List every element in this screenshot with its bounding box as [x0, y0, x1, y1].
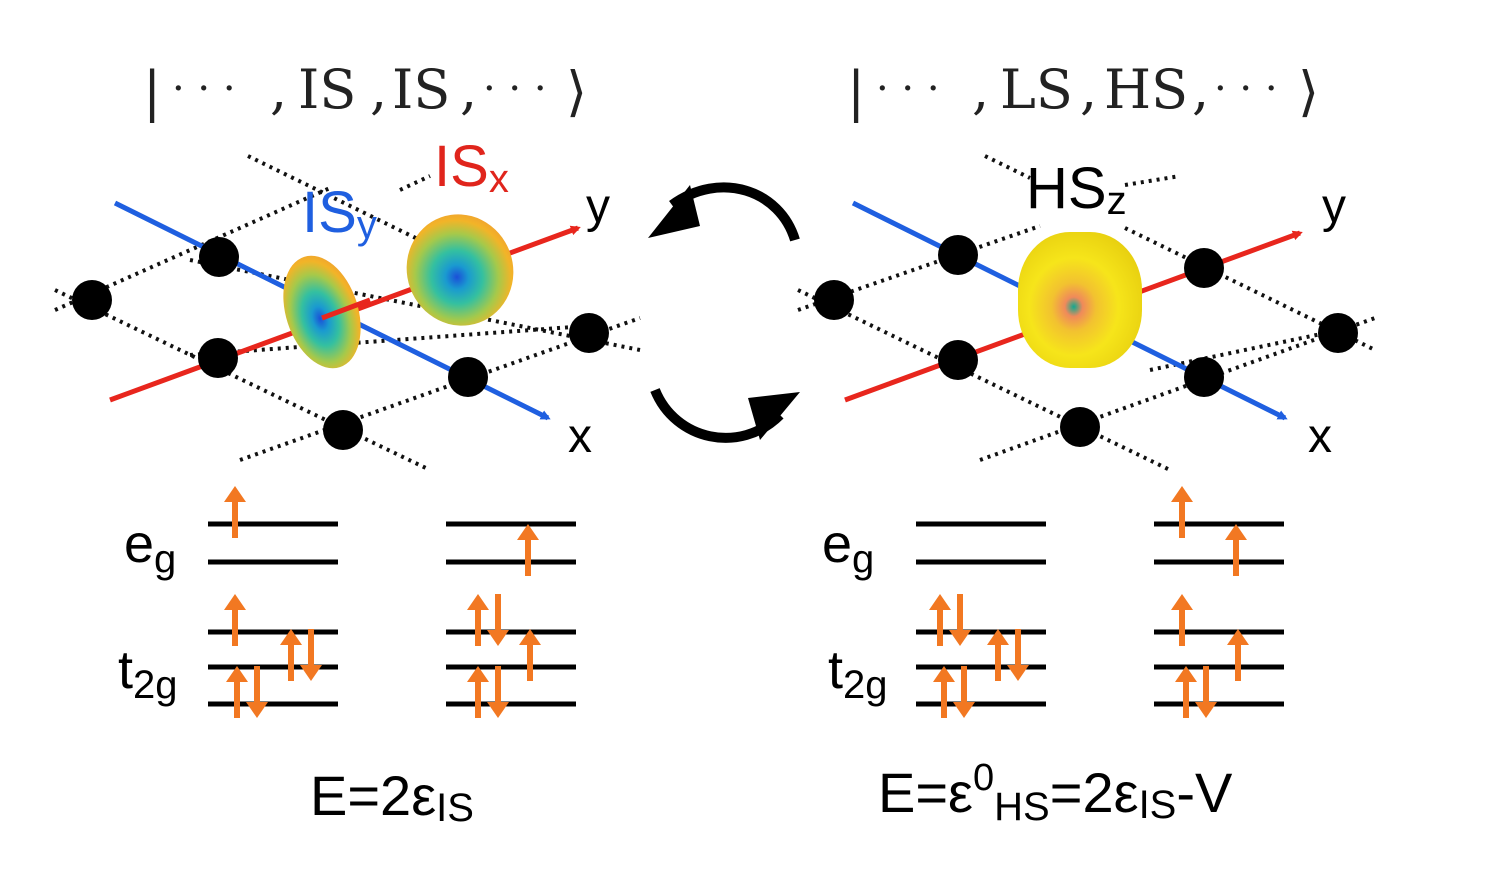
spin-down-arrow [246, 666, 268, 718]
axis-label-x: x [568, 410, 592, 463]
ket-open-bar: | [847, 60, 865, 123]
ket-item: IS [392, 58, 450, 121]
ket-dots: · · · [483, 66, 547, 112]
site [323, 410, 363, 450]
label-t2g: t2g [118, 640, 178, 707]
spin-down-arrow [949, 594, 971, 646]
site [1060, 407, 1100, 447]
label-isx: ISx [434, 134, 509, 201]
spin-up-arrow [517, 524, 539, 576]
site [1184, 248, 1224, 288]
lattice-sites [72, 237, 609, 450]
y-axis-through-orbital [321, 297, 371, 321]
right-ket: | · · · , LS , HS , · · · ⟩ [847, 58, 1319, 123]
spin-up-arrow [1171, 594, 1193, 646]
spin-down-arrow [1195, 666, 1217, 718]
ket-item: IS [298, 58, 356, 121]
right-level-labels: eg t2g [822, 514, 888, 707]
site [814, 280, 854, 320]
ket-close-angle: ⟩ [566, 60, 587, 123]
spin-up-arrow [1225, 524, 1247, 576]
spin-down-arrow [1007, 629, 1029, 681]
left-energy-formula: E=2εIS [310, 764, 474, 830]
orbital-hsz [1018, 232, 1142, 368]
site [938, 235, 978, 275]
label-isy: ISy [302, 180, 377, 247]
circular-exchange-arrows-icon [648, 182, 800, 443]
ket-close-angle: ⟩ [1298, 60, 1319, 123]
orbital-isy [283, 255, 361, 369]
spin-up-arrow [933, 666, 955, 718]
spin-up-arrow [1227, 629, 1249, 681]
axis-label-y: y [1322, 180, 1346, 233]
spin-up-arrow [987, 629, 1009, 681]
spin-up-arrow [1171, 486, 1193, 538]
energy-levels [208, 521, 1284, 707]
site [198, 338, 238, 378]
axis-label-x: x [1308, 410, 1332, 463]
site [938, 340, 978, 380]
spin-up-arrow [224, 594, 246, 646]
ket-comma: , [270, 58, 287, 121]
spin-down-arrow [487, 666, 509, 718]
ket-item: HS [1104, 58, 1188, 121]
spin-down-arrow [300, 629, 322, 681]
spin-up-arrow [1175, 666, 1197, 718]
ket-comma: , [1192, 58, 1209, 121]
ket-comma: , [972, 58, 989, 121]
spin-up-arrow [467, 666, 489, 718]
label-eg: eg [124, 514, 176, 581]
ket-item: LS [1000, 58, 1073, 121]
left-ket: | · · · , IS , IS , · · · ⟩ [143, 58, 587, 123]
spin-arrows [224, 486, 1249, 718]
spin-down-arrow [953, 666, 975, 718]
ket-comma: , [370, 58, 387, 121]
right-energy-formula: E=ε0HS=2εIS-V [878, 757, 1233, 829]
ket-dots: · · · [1214, 66, 1278, 112]
spin-up-arrow [224, 486, 246, 538]
site [1184, 357, 1224, 397]
site [1318, 313, 1358, 353]
spin-up-arrow [280, 629, 302, 681]
site [199, 237, 239, 277]
spin-up-arrow [226, 666, 248, 718]
orbital-isx [406, 214, 514, 326]
ket-dots: · · · [172, 66, 236, 112]
label-t2g: t2g [828, 640, 888, 707]
axis-label-y: y [586, 180, 610, 233]
ket-comma: , [1080, 58, 1097, 121]
left-level-labels: eg t2g [118, 514, 178, 707]
label-eg: eg [822, 514, 874, 581]
spin-up-arrow [929, 594, 951, 646]
site [448, 357, 488, 397]
left-lattice: ISy ISx y x [54, 134, 641, 472]
right-lattice: HSz y x [797, 154, 1376, 472]
spin-down-arrow [487, 594, 509, 646]
lattice-sites [814, 235, 1358, 447]
label-hsz: HSz [1026, 156, 1127, 223]
spin-up-arrow [519, 629, 541, 681]
spin-up-arrow [467, 594, 489, 646]
site [569, 313, 609, 353]
ket-open-bar: | [143, 60, 161, 123]
ket-comma: , [460, 58, 477, 121]
site [72, 280, 112, 320]
ket-dots: · · · [876, 66, 940, 112]
